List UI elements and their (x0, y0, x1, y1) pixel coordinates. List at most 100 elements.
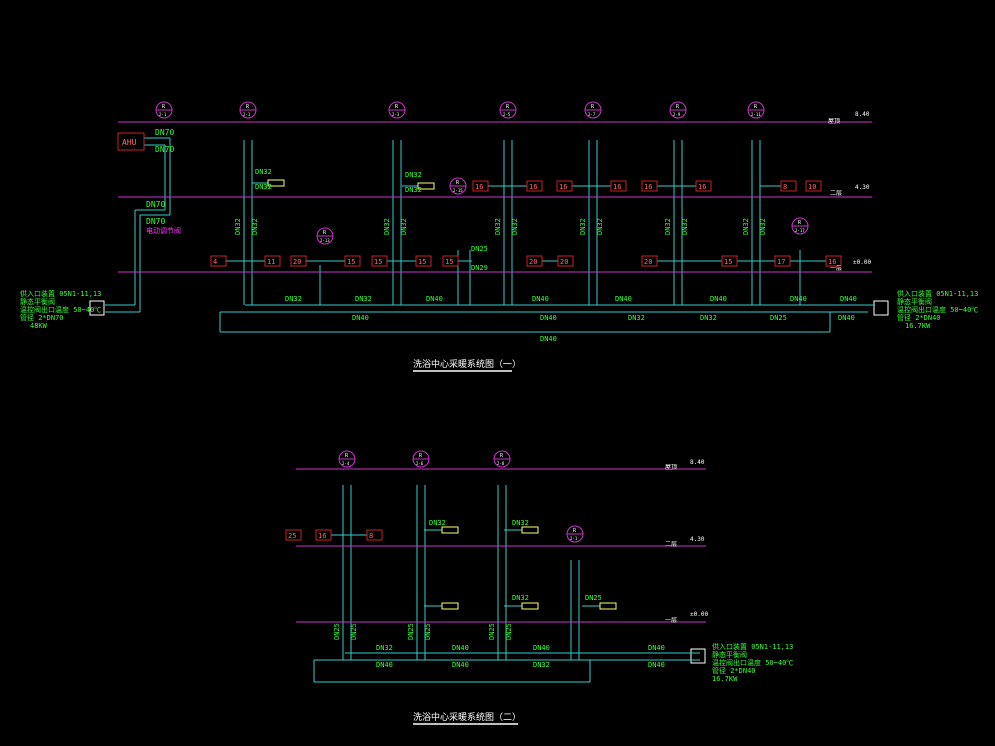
d1-riser-symbol-3-letter: R (506, 104, 510, 110)
d2-return-pipe-4: DN40 (648, 661, 665, 669)
d1-riser-symbol-mid-number: 2-13 (320, 238, 330, 243)
d1-f2-load-8-label: 10 (808, 183, 816, 191)
d1-riser-symbol-1-letter: R (246, 104, 250, 110)
d2-inlet-note: 供入口装置 05N1-11,13 静态平衡阀 温控阀出口温度 50~40℃ 管径… (712, 642, 793, 683)
d2-elev-f1: ±0.00 (690, 611, 708, 618)
d1-riser-symbol-2-letter: R (395, 104, 399, 110)
d2-f2-load-3 (366, 529, 383, 541)
d1-riser-symbol-end-number: 2-17 (795, 228, 805, 233)
d1-f2-load-5 (641, 180, 658, 192)
svg-text:温控阀出口温度 50~40℃: 温控阀出口温度 50~40℃ (20, 305, 101, 314)
d1-f2-load-8 (805, 180, 822, 192)
svg-text:供入口装置 05N1-11,13: 供入口装置 05N1-11,13 (897, 289, 978, 298)
d2-f2-load-1-label: 25 (288, 532, 296, 540)
d1-riser-dn-b-3: DN32 (511, 218, 519, 235)
d2-floor-roof: 屋顶 (665, 464, 677, 471)
d1-riser-symbol-mid2-number: 2-15 (453, 188, 463, 193)
d1-bottom-pipe-7: DN40 (790, 295, 807, 303)
d2-floor-f1: 一层 (665, 617, 677, 624)
d1-bottom-pipe-6: DN40 (710, 295, 727, 303)
d1-return-pipe-2: DN40 (540, 314, 557, 322)
d2-return-pipe-3: DN32 (533, 661, 550, 669)
svg-text:管径 2*DN40: 管径 2*DN40 (712, 666, 756, 675)
d1-elev-roof: 8.40 (855, 111, 870, 118)
d1-riser-symbol-3-number: 2-5 (503, 112, 511, 117)
d2-riser-symbol-2-number: 2-6 (416, 461, 424, 466)
d2-riser-symbol-3-letter: R (500, 453, 504, 459)
d1-f2-load-3 (556, 180, 573, 192)
d1-riser-dn-a-2: DN32 (383, 218, 391, 235)
d2-riser-dn-a-1: DN25 (333, 623, 341, 640)
d1-riser-symbol-4-number: 2-7 (588, 112, 596, 117)
d2-riser-symbol-2-letter: R (419, 453, 423, 459)
d1-f1-load-9-label: 20 (560, 258, 568, 266)
d1-f2-load-5-label: 16 (644, 183, 652, 191)
d2-riser-symbol-3-number: 2-8 (497, 461, 505, 466)
d1-floor-f2: 二层 (830, 190, 842, 197)
d1-f1-load-2 (264, 255, 281, 267)
d2-riser-symbol-1-letter: R (345, 453, 349, 459)
d1-f1-load-3 (290, 255, 307, 267)
d1-elev-f2: 4.30 (855, 184, 870, 191)
d1-f1-load-12-label: 17 (777, 258, 785, 266)
d1-f2-load-4-label: 16 (613, 183, 621, 191)
d1-riser-dn-b-5: DN32 (681, 218, 689, 235)
ahu-box (117, 132, 145, 151)
d1-f1-load-3-label: 20 (293, 258, 301, 266)
d2-riser-dn-b-3: DN25 (505, 623, 513, 640)
d1-f1-load-11 (721, 255, 738, 267)
d1-f2-load-2-label: 16 (529, 183, 537, 191)
d2-f2-load-3-label: 8 (369, 532, 373, 540)
d1-return-pipe-5: DN25 (770, 314, 787, 322)
d1-unit-heater-1 (267, 179, 285, 187)
d1-riser-dn-b-1: DN32 (251, 218, 259, 235)
valve-note: 电动调节阀 (146, 226, 181, 235)
d1-riser-dn-a-6: DN32 (742, 218, 750, 235)
d1-unit-heater-dn-b-2: DN32 (405, 186, 422, 194)
d1-f1-load-10-label: 20 (644, 258, 652, 266)
d1-return-pipe-1: DN40 (352, 314, 369, 322)
d1-return-pipe-3: DN32 (628, 314, 645, 322)
main-dn70: DN70 (146, 200, 165, 209)
d2-f2-load-2-label: 16 (318, 532, 326, 540)
d2-elev-f2: 4.30 (690, 536, 705, 543)
d1-f2-load-6 (695, 180, 712, 192)
svg-text:48KW: 48KW (30, 322, 48, 330)
d2-dn-4: DN25 (585, 594, 602, 602)
d1-f1-load-11-label: 15 (724, 258, 732, 266)
svg-text:16.7KW: 16.7KW (905, 322, 931, 330)
d1-inlet-note-left: 供入口装置 05N1-11,13 静态平衡阀 温控阀出口温度 50~40℃ 管径… (20, 289, 101, 330)
d1-riser-symbol-6-number: 2-11 (751, 112, 761, 117)
svg-text:供入口装置 05N1-11,13: 供入口装置 05N1-11,13 (712, 642, 793, 651)
d1-f2-load-7-label: 8 (783, 183, 787, 191)
d1-riser-dn-b-4: DN32 (596, 218, 604, 235)
d1-riser-symbol-end-letter: R (798, 220, 802, 226)
d2-elev-roof: 8.40 (690, 459, 705, 466)
d1-f1-load-8-label: 20 (529, 258, 537, 266)
d2-riser-dn-a-3: DN25 (488, 623, 496, 640)
svg-text:供入口装置 05N1-11,13: 供入口装置 05N1-11,13 (20, 289, 101, 298)
d1-elev-f1: ±0.00 (853, 259, 871, 266)
diagram1-title: 洗浴中心采暖系统图（一） (413, 358, 521, 370)
inlet-left-box (89, 300, 105, 316)
main-dn70-b: DN70 (146, 217, 165, 226)
d2-bottom-pipe-4: DN40 (648, 644, 665, 652)
d2-return-pipe-1: DN40 (376, 661, 393, 669)
d1-riser-symbol-2-number: 2-3 (392, 112, 400, 117)
d1-f2-load-2 (526, 180, 543, 192)
d1-bottom-pipe-3: DN40 (426, 295, 443, 303)
d1-floor-roof: 屋顶 (828, 118, 840, 125)
d1-f1-load-8 (526, 255, 543, 267)
d1-riser-dn-a-4: DN32 (579, 218, 587, 235)
svg-text:静态平衡阀: 静态平衡阀 (20, 297, 55, 306)
d2-unit-heater-5 (599, 602, 617, 610)
svg-text:静态平衡阀: 静态平衡阀 (897, 297, 932, 306)
d1-bottom-pipe-8: DN40 (840, 295, 857, 303)
d1-unit-heater-dn-b-1: DN32 (255, 183, 272, 191)
d1-f1-load-6 (415, 255, 432, 267)
inlet-right-box (873, 300, 889, 316)
svg-text:静态平衡阀: 静态平衡阀 (712, 650, 747, 659)
d2-dn-1: DN32 (429, 519, 446, 527)
